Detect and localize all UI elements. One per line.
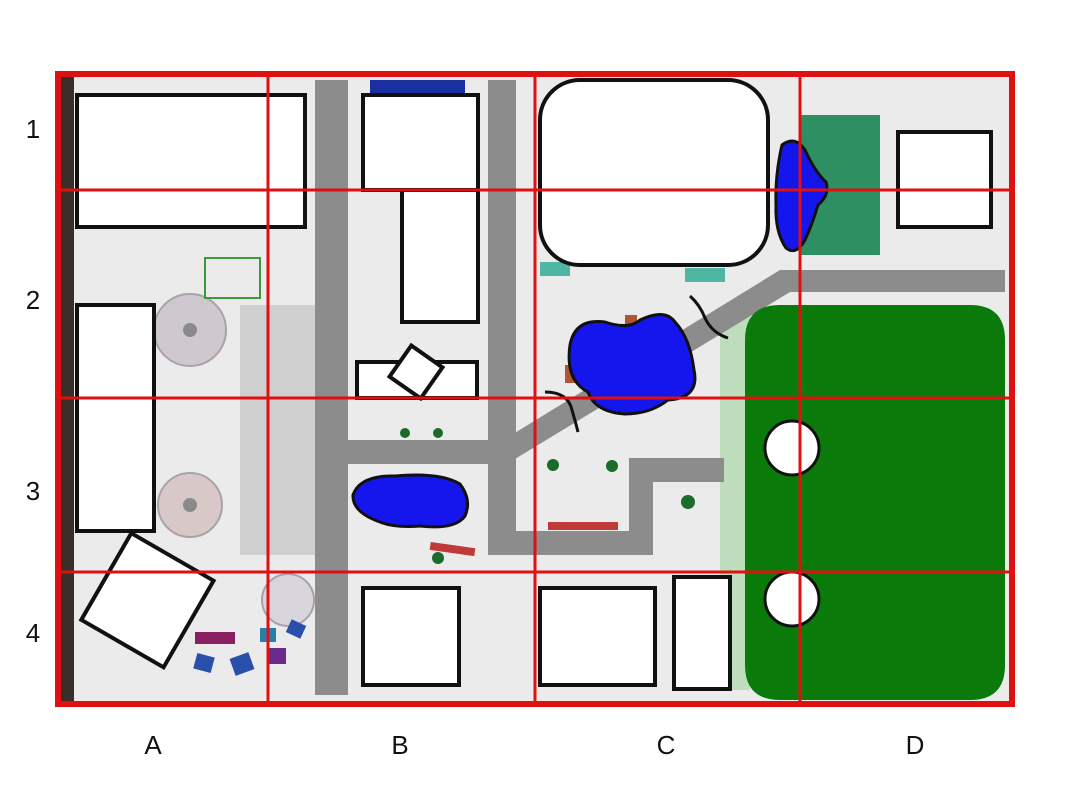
- scrap-5: [285, 619, 307, 639]
- road-diagonal: [500, 270, 1005, 462]
- scrap-1: [195, 632, 235, 644]
- pond-lower: [351, 473, 470, 529]
- col-label-c: C: [656, 730, 676, 760]
- road-horizontal: [345, 440, 515, 464]
- brown-scrap-2: [625, 315, 637, 325]
- bridge-mark-1: [688, 294, 729, 340]
- blue-strip: [370, 80, 465, 94]
- scrap-3: [229, 652, 255, 676]
- red-scrap-2: [429, 541, 476, 557]
- teal-scrap-2: [685, 268, 725, 282]
- shrub-3: [681, 495, 695, 509]
- left-edge-strip: [58, 74, 74, 704]
- building-a3: [75, 303, 156, 533]
- shrub-4: [400, 428, 410, 438]
- row-label-1: 1: [25, 114, 41, 144]
- shrub-5: [433, 428, 443, 438]
- shrub-6: [432, 552, 444, 564]
- row-label-4: 4: [25, 618, 41, 648]
- row-label-3: 3: [25, 476, 41, 506]
- road-bottom-loop: [488, 531, 653, 555]
- shrub-2: [606, 460, 618, 472]
- map-frame: [55, 71, 1015, 707]
- building-b4: [361, 586, 461, 687]
- road-loop-top: [629, 458, 724, 482]
- col-label-b: B: [391, 730, 409, 760]
- red-scrap: [548, 522, 618, 530]
- building-b1: [361, 93, 480, 192]
- scrap-2: [193, 652, 215, 674]
- pond-center: [567, 313, 697, 416]
- teal-scrap-1: [540, 262, 570, 276]
- road-vertical-2: [488, 80, 516, 450]
- building-b2-diamond: [386, 342, 446, 402]
- building-b2: [400, 188, 480, 324]
- building-c1-rounded: [538, 78, 770, 267]
- park-circle-upper: [763, 419, 821, 477]
- park-circle-lower: [763, 570, 821, 628]
- scrap-6: [268, 648, 286, 664]
- bridge-mark-2: [544, 390, 580, 433]
- building-d1: [896, 130, 993, 229]
- building-a4-rotated: [78, 530, 217, 671]
- shrub-1: [547, 459, 559, 471]
- col-label-a: A: [144, 730, 162, 760]
- row-label-2: 2: [25, 285, 41, 315]
- disc-1-hub: [183, 323, 197, 337]
- building-a1: [75, 93, 307, 229]
- col-label-d: D: [905, 730, 925, 760]
- disc-3: [261, 573, 315, 627]
- road-vertical-main: [315, 80, 348, 695]
- pale-path: [240, 305, 315, 555]
- building-c4-tall: [672, 575, 732, 691]
- disc-2-hub: [183, 498, 197, 512]
- building-c4: [538, 586, 657, 687]
- green-sketch: [204, 257, 261, 299]
- park-area: [745, 305, 1005, 700]
